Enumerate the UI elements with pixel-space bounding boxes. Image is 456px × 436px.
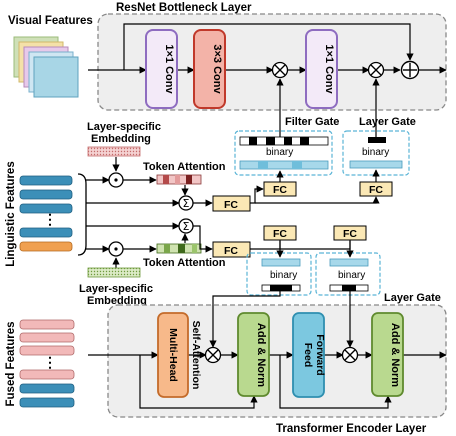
resnet-panel [97, 13, 447, 111]
svg-text:Forward: Forward [314, 334, 326, 375]
multiply-op-transformer-1 [204, 346, 222, 364]
lower-gate-2-binary: binary [338, 270, 365, 281]
embedding-upper-line1: Layer-specific [87, 121, 161, 133]
lower-gate-1-binary: binary [270, 270, 297, 281]
layer-gate-label-bottom: Layer Gate [384, 292, 441, 304]
visual-features-stack [13, 36, 79, 98]
fc-box-token-top: FC [212, 195, 251, 212]
embedding-lower-bar [87, 267, 141, 278]
svg-text:FC: FC [369, 184, 383, 196]
filter-gate-binary: binary [266, 147, 293, 158]
multiply-op-transformer-2 [341, 346, 359, 364]
add-norm-block-2: Add & Norm [371, 312, 404, 397]
token-attention-lower-bar [156, 243, 202, 254]
fc-box-layer-lower: FC [333, 225, 367, 241]
multiply-op-filter [271, 61, 289, 79]
layer-gate-top-binary-bar [368, 137, 386, 143]
dot-op-lower [108, 241, 124, 257]
lower-gate-2-soft-bar [329, 258, 369, 267]
transformer-panel [107, 304, 447, 418]
svg-text:3×3 Conv: 3×3 Conv [211, 44, 223, 94]
svg-text:Add & Norm: Add & Norm [255, 323, 267, 387]
svg-text:FC: FC [224, 245, 238, 257]
sum-op-lower: Σ [178, 218, 194, 234]
dot-op-upper [108, 172, 124, 188]
add-op-residual [400, 60, 420, 80]
layer-gate-top-binary: binary [362, 147, 389, 158]
token-attention-upper: Token Attention [143, 161, 226, 173]
layer-gate-label-top: Layer Gate [359, 116, 416, 128]
layer-gate-top-soft-bar [349, 160, 403, 169]
fused-features-stack [19, 319, 75, 408]
embedding-upper-bar [87, 146, 141, 157]
svg-text:Feed: Feed [302, 343, 314, 368]
embedding-lower-line1: Layer-specific [79, 283, 153, 295]
transformer-title: Transformer Encoder Layer [276, 423, 427, 435]
fused-ellipsis: ⋮ [43, 354, 57, 370]
svg-text:1×1 Conv: 1×1 Conv [163, 44, 175, 94]
svg-text:Add & Norm: Add & Norm [389, 323, 401, 387]
svg-text:Multi-Head: Multi-Head [167, 328, 179, 382]
linguistic-bracket [77, 173, 87, 256]
conv-3x3-block: 3×3 Conv [193, 29, 226, 109]
fc-box-token-bottom: FC [212, 241, 251, 258]
filter-gate-binary-bar [239, 136, 329, 146]
feed-forward-block: Feed Forward [292, 312, 326, 398]
mhsa-block: Multi-Head Self-Attention [157, 312, 202, 398]
resnet-title: ResNet Bottleneck Layer [116, 2, 252, 14]
embedding-upper-line2: Embedding [91, 133, 151, 145]
token-attention-lower: Token Attention [143, 257, 226, 269]
multiply-op-layer [367, 61, 385, 79]
svg-text:FC: FC [273, 184, 287, 196]
svg-text:FC: FC [273, 228, 287, 240]
svg-text:Self-Attention: Self-Attention [190, 321, 202, 390]
conv-1x1-block-2: 1×1 Conv [305, 29, 338, 109]
linguistic-features-label: Linguistic Features [5, 161, 17, 266]
filter-gate-soft-bar [239, 160, 329, 170]
fc-box-layer-top: FC [359, 181, 393, 197]
fc-box-filter: FC [263, 181, 297, 197]
fused-features-label: Fused Features [5, 322, 17, 407]
svg-text:Σ: Σ [183, 197, 190, 210]
fc-box-filter-lower: FC [263, 225, 297, 241]
svg-text:Σ: Σ [183, 220, 190, 233]
svg-text:1×1 Conv: 1×1 Conv [323, 44, 335, 94]
token-attention-upper-bar [156, 174, 202, 185]
conv-1x1-block: 1×1 Conv [145, 29, 178, 109]
sum-op-upper: Σ [178, 195, 194, 211]
linguistic-features-stack [19, 175, 73, 252]
visual-features-label: Visual Features [8, 15, 93, 27]
add-norm-block-1: Add & Norm [237, 312, 270, 397]
filter-gate-label: Filter Gate [285, 116, 339, 128]
embedding-lower-line2: Embedding [87, 295, 147, 307]
svg-text:FC: FC [343, 228, 357, 240]
svg-text:FC: FC [224, 199, 238, 211]
lower-gate-1-soft-bar [261, 258, 301, 267]
linguistic-ellipsis: ⋮ [43, 211, 57, 227]
